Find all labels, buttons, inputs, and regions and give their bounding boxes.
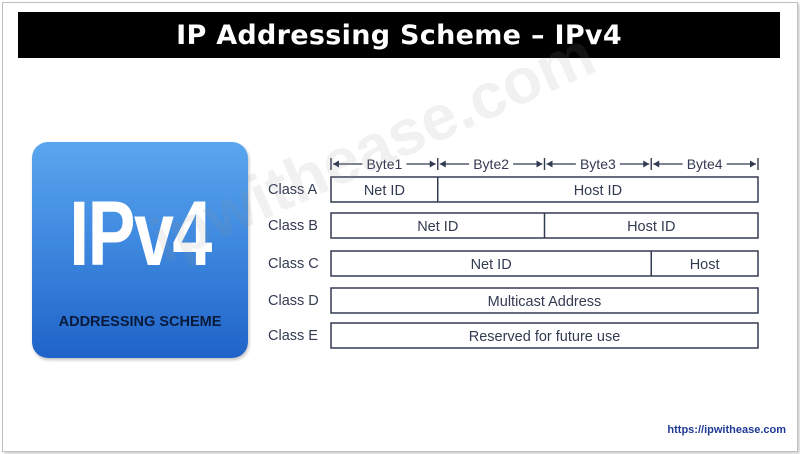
class-box bbox=[330, 287, 759, 314]
byte-span-1: Byte1 bbox=[330, 156, 436, 172]
class-label: Class B bbox=[268, 218, 318, 234]
arrow-head-right bbox=[750, 160, 756, 168]
field-label: Host ID bbox=[627, 219, 675, 235]
class-box bbox=[330, 322, 759, 349]
logo-subtitle: ADDRESSING SCHEME bbox=[58, 314, 222, 330]
byte-label: Byte2 bbox=[473, 156, 509, 172]
arrow-head-left bbox=[546, 160, 553, 168]
class-row: Class A Net ID Host ID bbox=[268, 176, 759, 203]
class-label: Class E bbox=[268, 328, 318, 344]
field-label: Reserved for future use bbox=[469, 329, 621, 345]
arrow-head-right bbox=[536, 160, 543, 168]
arrow-head-right bbox=[643, 160, 650, 168]
class-label: Class D bbox=[268, 293, 319, 309]
field-label: Net ID bbox=[471, 257, 512, 273]
class-row: Class C Net ID Host bbox=[268, 250, 759, 277]
ipv4-logo: IPv4 ADDRESSING SCHEME bbox=[32, 142, 248, 358]
field-label: Multicast Address bbox=[488, 294, 602, 310]
title-bar: IP Addressing Scheme – IPv4 bbox=[18, 12, 780, 58]
byte-span-4: Byte4 bbox=[650, 156, 759, 172]
byte-label: Byte3 bbox=[580, 156, 616, 172]
arrow-head-left bbox=[333, 160, 339, 168]
class-rows: Class A Net ID Host ID Class B Net ID Host ID… bbox=[268, 176, 759, 349]
class-label: Class C bbox=[268, 256, 319, 272]
arrow-head-left bbox=[653, 160, 660, 168]
field-label: Net ID bbox=[364, 183, 405, 199]
class-row: Class E Reserved for future use bbox=[268, 322, 759, 349]
site-url: https://ipwithease.com bbox=[667, 424, 786, 436]
class-label: Class A bbox=[268, 182, 317, 198]
class-box bbox=[330, 250, 759, 277]
arrow-head-right bbox=[429, 160, 436, 168]
byte-span-2: Byte2 bbox=[437, 156, 543, 172]
class-box bbox=[330, 176, 759, 203]
byte-header: Byte1 Byte2 Byte3 Byte4 bbox=[330, 156, 759, 172]
byte-label: Byte4 bbox=[687, 156, 723, 172]
field-label: Host bbox=[690, 257, 720, 273]
class-row: Class B Net ID Host ID bbox=[268, 212, 759, 239]
logo-main-text: IPv4 bbox=[69, 183, 212, 285]
field-label: Host ID bbox=[574, 183, 622, 199]
arrow-head-left bbox=[439, 160, 446, 168]
byte-span-3: Byte3 bbox=[543, 156, 650, 172]
page-title: IP Addressing Scheme – IPv4 bbox=[176, 19, 622, 51]
byte-label: Byte1 bbox=[366, 156, 402, 172]
field-label: Net ID bbox=[417, 219, 458, 235]
class-row: Class D Multicast Address bbox=[268, 287, 759, 314]
